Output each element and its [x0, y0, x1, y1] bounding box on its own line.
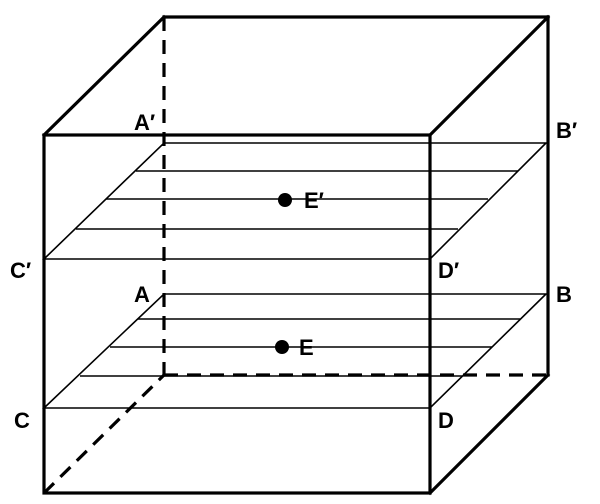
- lower-plane-outline: [41, 293, 548, 409]
- cube-top-right-edge: [427, 14, 551, 138]
- cube-front-face: [42, 133, 432, 495]
- lower-plane: [41, 293, 548, 409]
- upper-plane-outline: [42, 142, 548, 260]
- label-d-prime: D′: [438, 258, 459, 283]
- cube-hidden-edges: [42, 17, 548, 495]
- label-e: E: [299, 335, 314, 360]
- label-b-prime: B′: [556, 118, 577, 143]
- label-e-prime: E′: [304, 188, 324, 213]
- label-a-prime: A′: [134, 110, 155, 135]
- cube-bottom-right-edge: [427, 372, 551, 496]
- cube-hidden-bottom-left-edge: [42, 373, 166, 495]
- label-a: A: [134, 282, 150, 307]
- upper-plane: [42, 142, 548, 260]
- point-e-prime: [278, 193, 292, 207]
- cube-top-left-edge: [41, 14, 167, 138]
- cube-visible-edges: [41, 14, 551, 496]
- label-c: C: [14, 408, 30, 433]
- point-e: [275, 340, 289, 354]
- vertex-labels: A′ B′ C′ D′ E′ A B C D E: [10, 110, 577, 433]
- label-c-prime: C′: [10, 258, 31, 283]
- label-d: D: [438, 408, 454, 433]
- label-b: B: [556, 282, 572, 307]
